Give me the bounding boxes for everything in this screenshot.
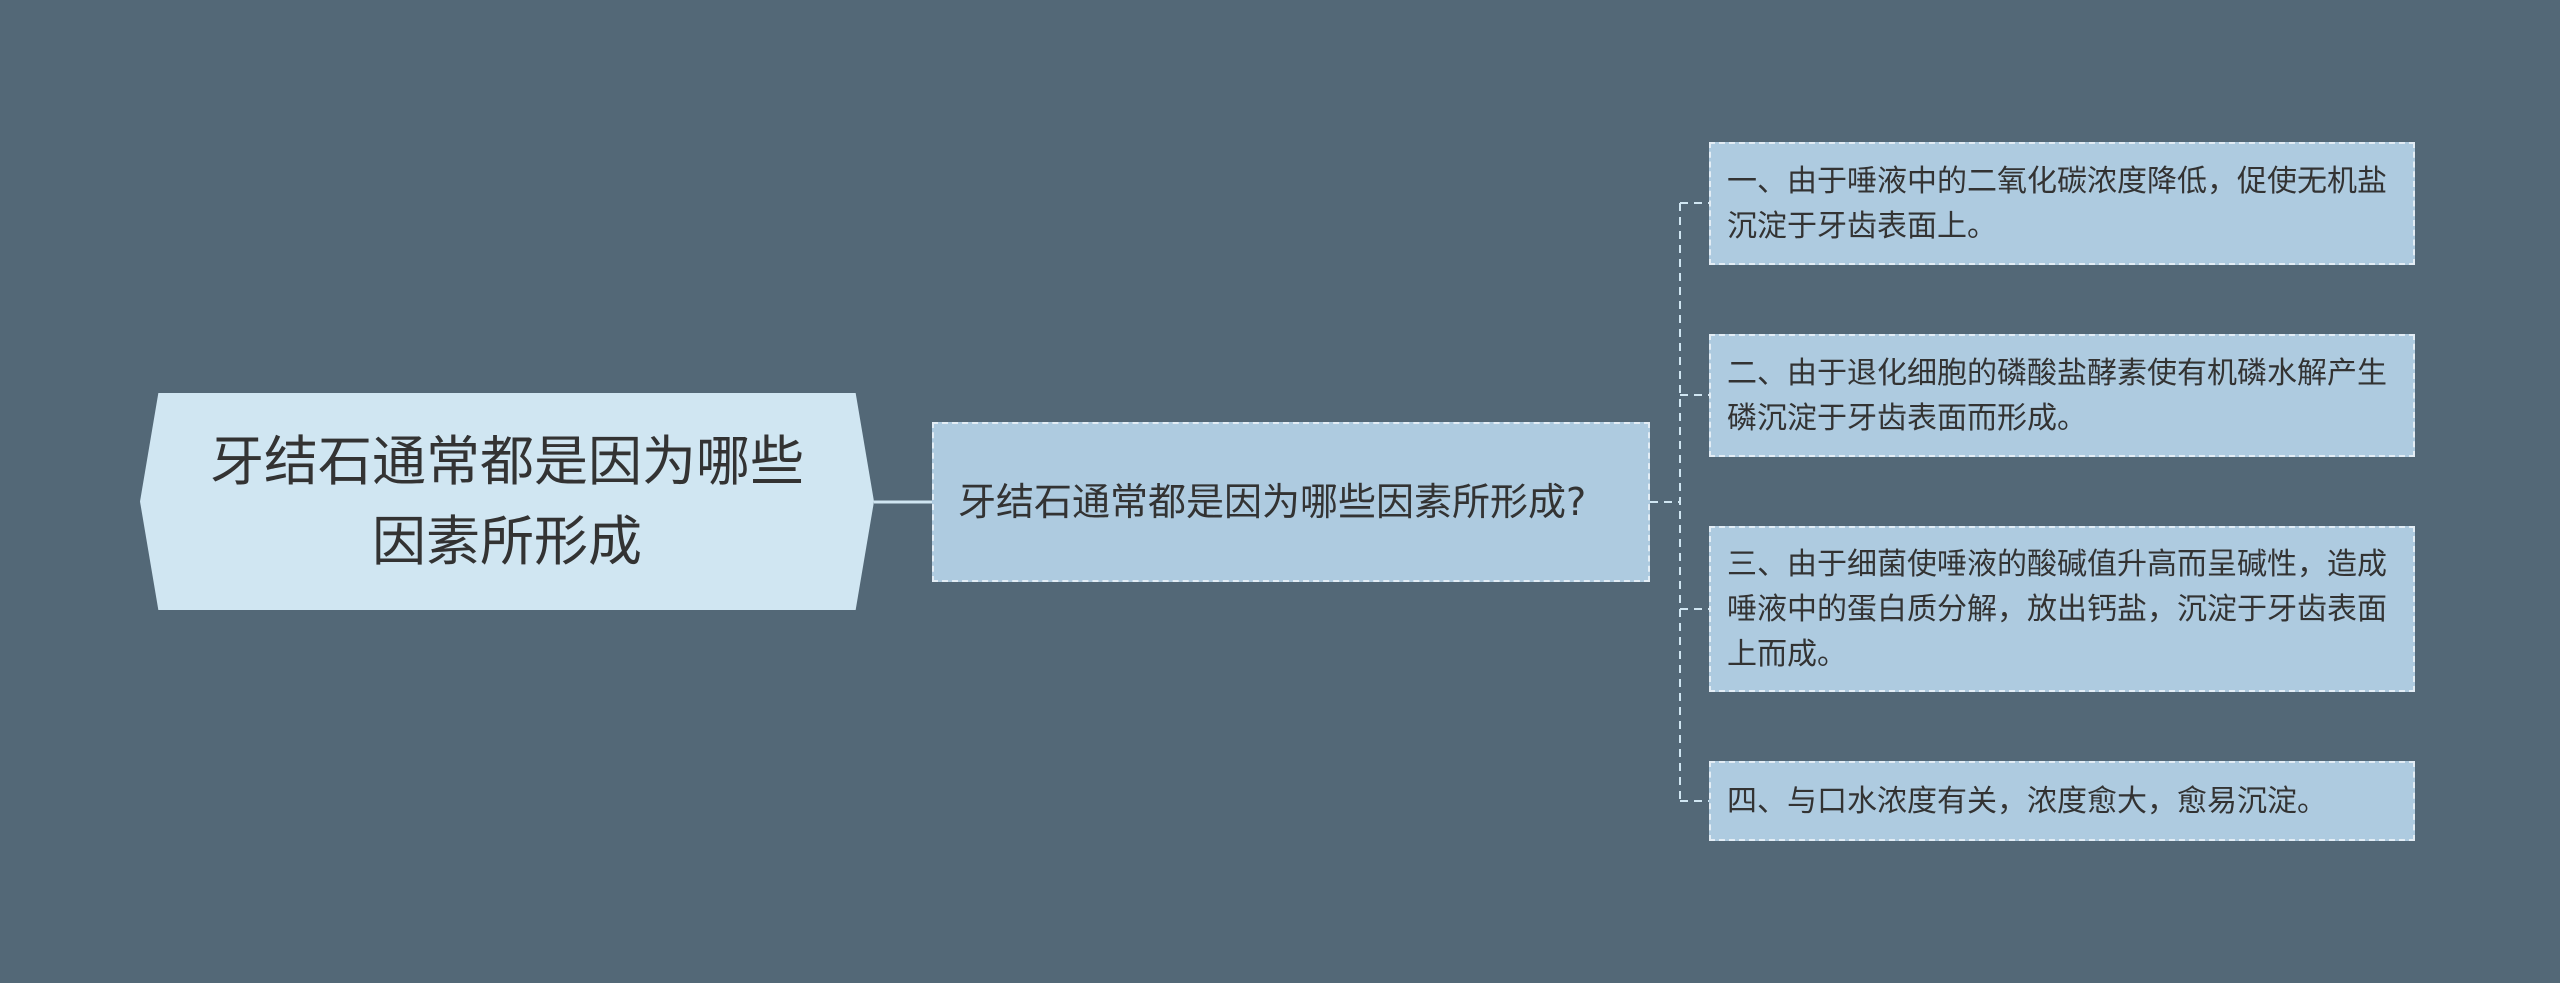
branch-topic-node[interactable]: 牙结石通常都是因为哪些因素所形成? xyxy=(932,422,1650,582)
leaf-topic-node-2[interactable]: 二、由于退化细胞的磷酸盐酵素使有机磷水解产生磷沉淀于牙齿表面而形成。 xyxy=(1709,334,2415,457)
root-topic-label: 牙结石通常都是因为哪些因素所形成 xyxy=(210,429,804,573)
leaf-topic-label: 一、由于唾液中的二氧化碳浓度降低，促使无机盐沉淀于牙齿表面上。 xyxy=(1727,163,2387,244)
leaf-topic-node-3[interactable]: 三、由于细菌使唾液的酸碱值升高而呈碱性，造成唾液中的蛋白质分解，放出钙盐，沉淀于… xyxy=(1709,526,2415,692)
leaf-topic-label: 四、与口水浓度有关，浓度愈大，愈易沉淀。 xyxy=(1727,783,2327,819)
branch-topic-label: 牙结石通常都是因为哪些因素所形成? xyxy=(958,479,1587,524)
leaf-topic-node-4[interactable]: 四、与口水浓度有关，浓度愈大，愈易沉淀。 xyxy=(1709,761,2415,841)
leaf-topic-label: 二、由于退化细胞的磷酸盐酵素使有机磷水解产生磷沉淀于牙齿表面而形成。 xyxy=(1727,355,2387,436)
leaf-topic-label: 三、由于细菌使唾液的酸碱值升高而呈碱性，造成唾液中的蛋白质分解，放出钙盐，沉淀于… xyxy=(1727,546,2387,672)
root-topic-node[interactable]: 牙结石通常都是因为哪些因素所形成 xyxy=(140,393,874,610)
leaf-topic-node-1[interactable]: 一、由于唾液中的二氧化碳浓度降低，促使无机盐沉淀于牙齿表面上。 xyxy=(1709,142,2415,265)
